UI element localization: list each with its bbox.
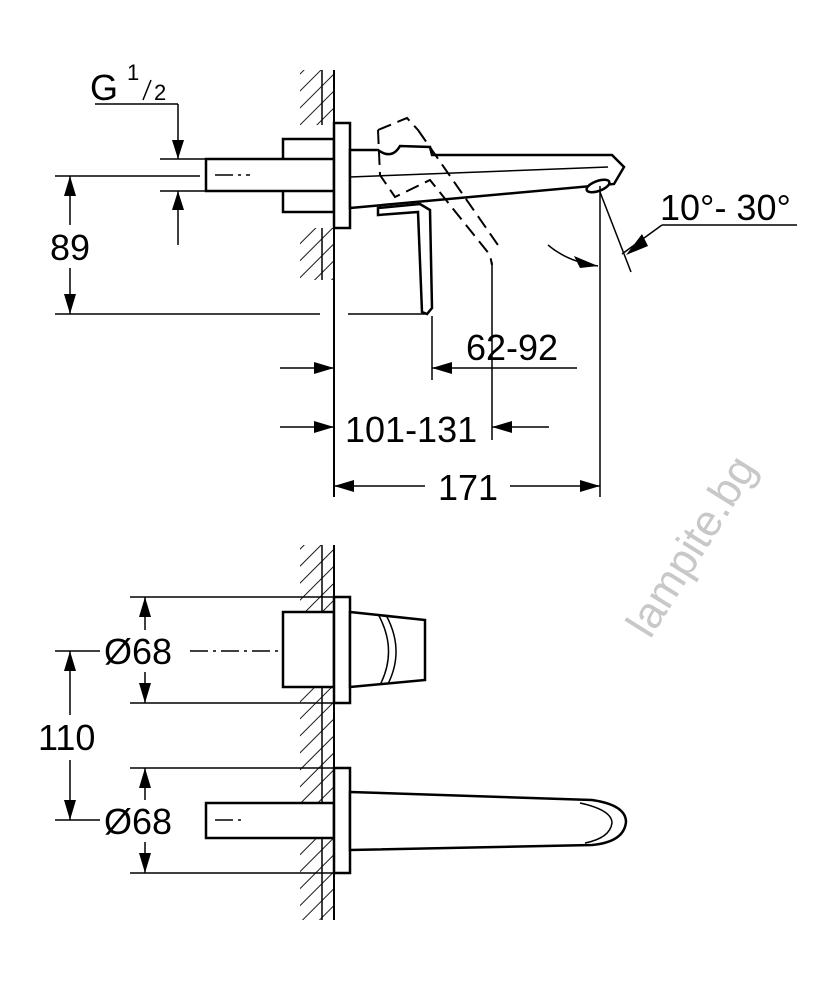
lever (376, 202, 434, 316)
lever-dimension: 62-92 (466, 327, 558, 368)
center-distance: 110 (38, 717, 95, 758)
angle-dimension: 10°- 30° (660, 187, 791, 228)
spout (348, 144, 626, 210)
wall-hatch-lower (300, 545, 333, 920)
valve-flange (332, 595, 352, 705)
watermark: lampite.bg (617, 447, 766, 645)
thread-slash (142, 79, 152, 101)
wall-hatch-bottom (300, 228, 333, 280)
spout-length-dimension: 171 (438, 467, 498, 508)
front-view: Ø68 110 Ø68 (38, 545, 628, 920)
projection-dimension: 101-131 (345, 409, 477, 450)
thread-label: G (90, 67, 118, 108)
wall-hatch-top (300, 70, 333, 125)
thread-denominator: 2 (154, 80, 166, 105)
valve-diameter: Ø68 (104, 631, 172, 672)
side-view: G 1 2 89 62-92 101-131 (50, 60, 797, 508)
spout-flange (332, 766, 352, 875)
wall-flange (332, 121, 352, 230)
valve-handle (348, 610, 427, 689)
spout-front (348, 790, 628, 852)
lever-alt-position (377, 116, 501, 266)
height-dimension: 89 (50, 227, 90, 268)
spout-diameter: Ø68 (104, 801, 172, 842)
valve-body (281, 610, 336, 689)
thread-numerator: 1 (127, 60, 139, 85)
